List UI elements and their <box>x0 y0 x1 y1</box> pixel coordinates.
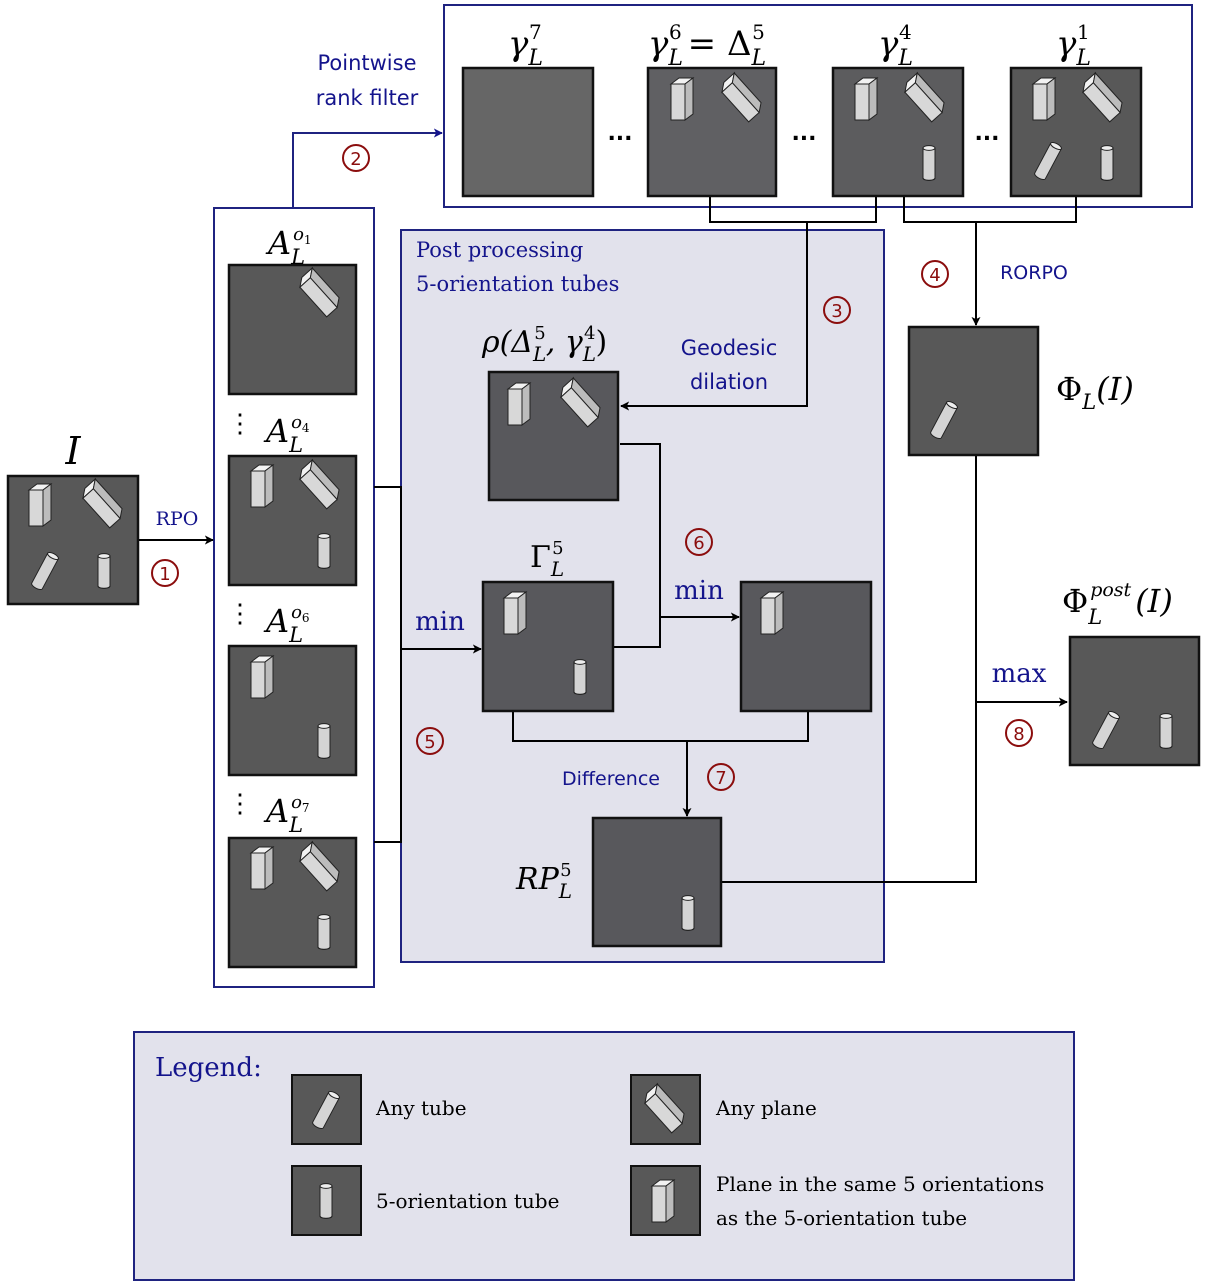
rank-filter-frame <box>443 4 1193 208</box>
svg-text:4: 4 <box>929 265 940 286</box>
svg-text:6: 6 <box>693 533 704 554</box>
legend-vplane-label-1: Plane in the same 5 orientations <box>716 1172 1044 1196</box>
step-3-marker: 3 <box>823 296 851 324</box>
phi-panel <box>907 325 1040 457</box>
geodesic-connector <box>709 196 877 223</box>
opening-o7-label: ALo7 <box>263 792 310 837</box>
max-label: max <box>992 659 1047 689</box>
svg-text:1: 1 <box>159 564 170 585</box>
openings-frame <box>213 207 375 988</box>
openings-min-connector <box>374 486 402 843</box>
vdots-o4: ⋮ <box>227 409 253 439</box>
legend-tube-label: Any tube <box>375 1096 467 1120</box>
vdots-o6: ⋮ <box>227 599 253 629</box>
step-4-marker: 4 <box>921 260 949 288</box>
svg-text:7: 7 <box>715 768 726 789</box>
gamma-6-panel <box>646 66 778 198</box>
legend-plane-label: Any plane <box>715 1096 817 1120</box>
min-right-label: min <box>674 576 724 606</box>
legend-vtube-label: 5-orientation tube <box>376 1189 559 1213</box>
post-title-2: 5-orientation tubes <box>416 272 619 296</box>
gamma-7-panel <box>461 66 595 198</box>
phi-label: ΦL(I) <box>1056 370 1134 414</box>
legend-title: Legend: <box>155 1053 262 1083</box>
phi-post-panel <box>1068 635 1201 767</box>
gamma-4-label: γL4 <box>878 20 913 71</box>
input-image-panel <box>6 474 140 606</box>
rho-label: ρ(ΔL5, γL4) <box>481 323 607 366</box>
rank-filter-label-2: rank filter <box>316 86 419 110</box>
opening-o1-label: ALo1 <box>265 224 312 269</box>
opening-o4-label: ALo4 <box>263 412 310 457</box>
step-2-marker: 2 <box>342 144 370 172</box>
min-left-label: min <box>415 607 465 637</box>
rorpo-connector <box>903 196 1077 223</box>
gamma-6-label: γL6= ΔL5 <box>648 20 766 71</box>
rp-label: RPL5 <box>515 860 572 903</box>
gamma-capital-label: ΓL5 <box>530 538 564 581</box>
input-symbol: I <box>64 429 81 473</box>
geodesic-label-1: Geodesic <box>681 336 778 360</box>
opening-o7-panel <box>227 836 358 969</box>
rpo-label: RPO <box>156 508 199 530</box>
rho-panel <box>487 370 620 502</box>
gamma-4-panel <box>831 66 965 198</box>
vdots-o7: ⋮ <box>227 789 253 819</box>
gamma-1-label: γL1 <box>1056 20 1091 71</box>
opening-o4-panel <box>227 454 358 587</box>
svg-text:8: 8 <box>1013 724 1024 745</box>
svg-text:3: 3 <box>831 301 842 322</box>
step-8-marker: 8 <box>1005 719 1033 747</box>
gamma-capital-5-panel <box>481 580 615 713</box>
rank-filter-label-1: Pointwise <box>317 51 416 75</box>
rp-5-panel <box>591 816 723 948</box>
opening-o6-label: ALo6 <box>263 602 310 647</box>
ellipsis-2: ... <box>791 121 816 146</box>
step-5-marker: 5 <box>416 727 444 755</box>
difference-connector <box>512 712 809 742</box>
rank-filter-arrow <box>292 128 443 207</box>
step-6-marker: 6 <box>685 528 713 556</box>
step-1-marker: 1 <box>151 559 179 587</box>
phi-post-label: ΦLpost(I) <box>1062 579 1173 629</box>
ellipsis-3: ... <box>974 121 999 146</box>
ellipsis-1: ... <box>607 121 632 146</box>
svg-text:2: 2 <box>350 149 361 170</box>
step-7-marker: 7 <box>707 763 735 791</box>
gamma-7-label: γL7 <box>508 20 543 71</box>
gamma-1-panel <box>1009 66 1143 198</box>
post-title-1: Post processing <box>416 238 583 262</box>
rp-to-max-line <box>721 455 977 883</box>
geodesic-arrow <box>620 222 808 411</box>
rho-to-min-line <box>613 443 661 648</box>
legend-vplane-label-2: as the 5-orientation tube <box>716 1206 967 1230</box>
legend-frame <box>133 1031 1075 1281</box>
rorpo-label: RORPO <box>1000 262 1068 284</box>
opening-o6-panel <box>227 644 358 777</box>
opening-o1-panel <box>227 263 358 396</box>
difference-label: Difference <box>562 768 660 790</box>
geodesic-label-2: dilation <box>690 370 768 394</box>
svg-text:5: 5 <box>424 732 435 753</box>
